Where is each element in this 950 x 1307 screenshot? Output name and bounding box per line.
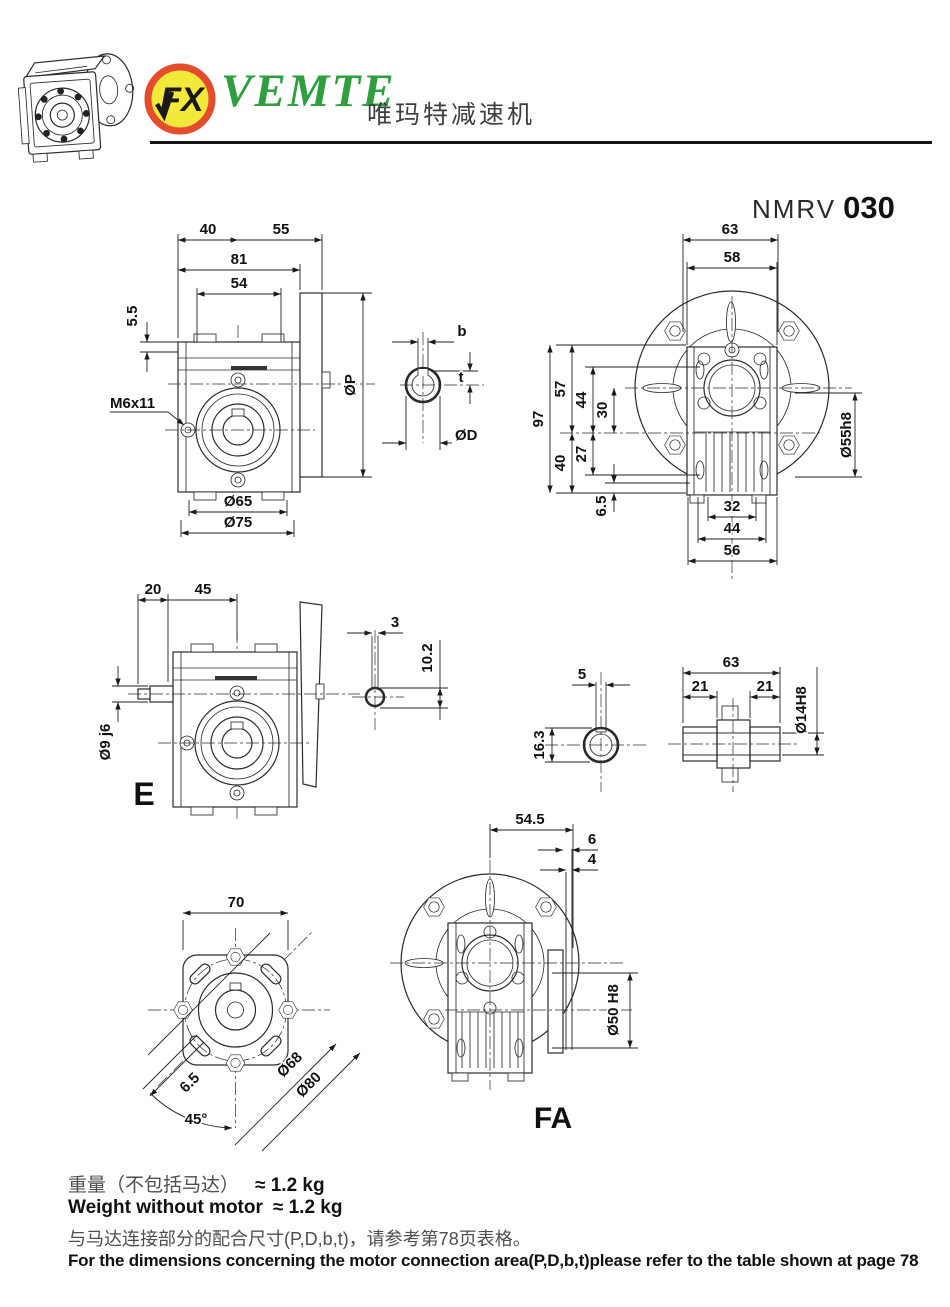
dim-label: 16.3 [531, 730, 548, 759]
dim-label: 6.5 [593, 496, 610, 517]
motor-connection-note-en: For the dimensions concerning the motor … [68, 1251, 919, 1270]
weight-label-cn: 重量（不包括马达） [68, 1175, 240, 1196]
dim-label: 44 [724, 520, 741, 537]
dim-label: Ø55h8 [838, 412, 855, 458]
dim-label: 40 [200, 221, 217, 238]
output-shaft-section-drawing: b t ØD [382, 322, 484, 450]
dim-label: 45° [185, 1111, 208, 1128]
fa-version-view-drawing: 54.5 6 4 Ø50 H8 FA [390, 810, 638, 1135]
dim-label: 57 [552, 381, 569, 398]
dim-label: Ø14H8 [793, 686, 810, 734]
brand-name: VEMTE [221, 65, 396, 117]
dim-label: Ø9 j6 [97, 724, 114, 761]
dim-label: 30 [594, 402, 611, 419]
dim-label: 21 [757, 678, 774, 695]
dim-label: 21 [692, 678, 709, 695]
front-view-drawing: 63 58 97 57 40 44 30 27 6.5 [529, 220, 862, 580]
dim-label: 6.5 [176, 1069, 203, 1096]
dim-label: 81 [231, 251, 248, 268]
dim-label: 20 [145, 581, 162, 598]
gearbox-photo [18, 53, 135, 163]
dim-label: Ø65 [224, 493, 252, 510]
dim-label: 27 [573, 446, 590, 463]
model-series: NMRV [752, 194, 837, 224]
dim-label: 4 [588, 851, 597, 868]
brand-name-chinese: 唯玛特减速机 [367, 101, 536, 129]
thread-label: M6x11 [110, 395, 155, 412]
dim-label: 70 [228, 894, 245, 911]
weight-label-en: Weight without motor [68, 1197, 263, 1218]
dim-label: 40 [552, 455, 569, 472]
weight-note-cn: 重量（不包括马达） ≈ 1.2 kg [68, 1170, 325, 1197]
dim-label: 97 [530, 411, 547, 428]
technical-drawings: 40 55 81 54 5.5 M6x11 Ø65 Ø75 [96, 220, 862, 1152]
dim-label: Ø80 [293, 1069, 325, 1101]
dim-label: 45 [195, 581, 212, 598]
dim-label: b [457, 323, 466, 340]
dim-label: 5.5 [124, 306, 141, 327]
side-view-drawing: 40 55 81 54 5.5 M6x11 Ø65 Ø75 [109, 220, 375, 537]
view-label-e: E [133, 776, 154, 812]
dim-label: 63 [723, 654, 740, 671]
dim-label: 54 [231, 275, 248, 292]
dim-label: 56 [724, 542, 741, 559]
motor-connection-note-cn: 与马达连接部分的配合尺寸(P,D,b,t)，请参考第78页表格。 [68, 1229, 531, 1249]
view-label-fa: FA [534, 1102, 572, 1135]
dim-label: 44 [573, 391, 590, 408]
dim-label: 63 [722, 221, 739, 238]
dim-label: 6 [588, 831, 596, 848]
dim-label: 3 [391, 614, 399, 631]
dim-label: ØP [342, 374, 359, 396]
dim-label: 5 [578, 666, 586, 683]
weight-value-cn: ≈ 1.2 kg [255, 1175, 325, 1196]
dim-label: t [459, 369, 464, 386]
e-version-view-drawing: 20 45 Ø9 j6 E [96, 580, 360, 822]
dim-label: 55 [273, 221, 290, 238]
key-section-detail-drawing: 3 10.2 [347, 613, 448, 730]
dim-label: 58 [724, 249, 741, 266]
bushing-section-drawing: 63 21 21 Ø14H8 [668, 653, 824, 792]
header-rule [150, 141, 932, 144]
dim-label: 10.2 [419, 643, 436, 672]
dim-label: 54.5 [515, 811, 544, 828]
brand-logo: FX [144, 63, 216, 135]
dim-label: 32 [724, 498, 741, 515]
bore-section-detail-drawing: 5 16.3 [530, 665, 648, 792]
model-title: NMRV 030 [752, 190, 895, 226]
rear-view-drawing: 70 Ø68 Ø80 6.5 45° [142, 893, 361, 1152]
dim-label: Ø50 H8 [605, 984, 622, 1036]
weight-note-en: Weight without motor ≈ 1.2 kg [68, 1197, 342, 1219]
weight-value-en: ≈ 1.2 kg [272, 1197, 343, 1218]
dim-label: Ø75 [224, 514, 252, 531]
dim-label: ØD [455, 427, 478, 444]
model-size: 030 [843, 190, 895, 225]
